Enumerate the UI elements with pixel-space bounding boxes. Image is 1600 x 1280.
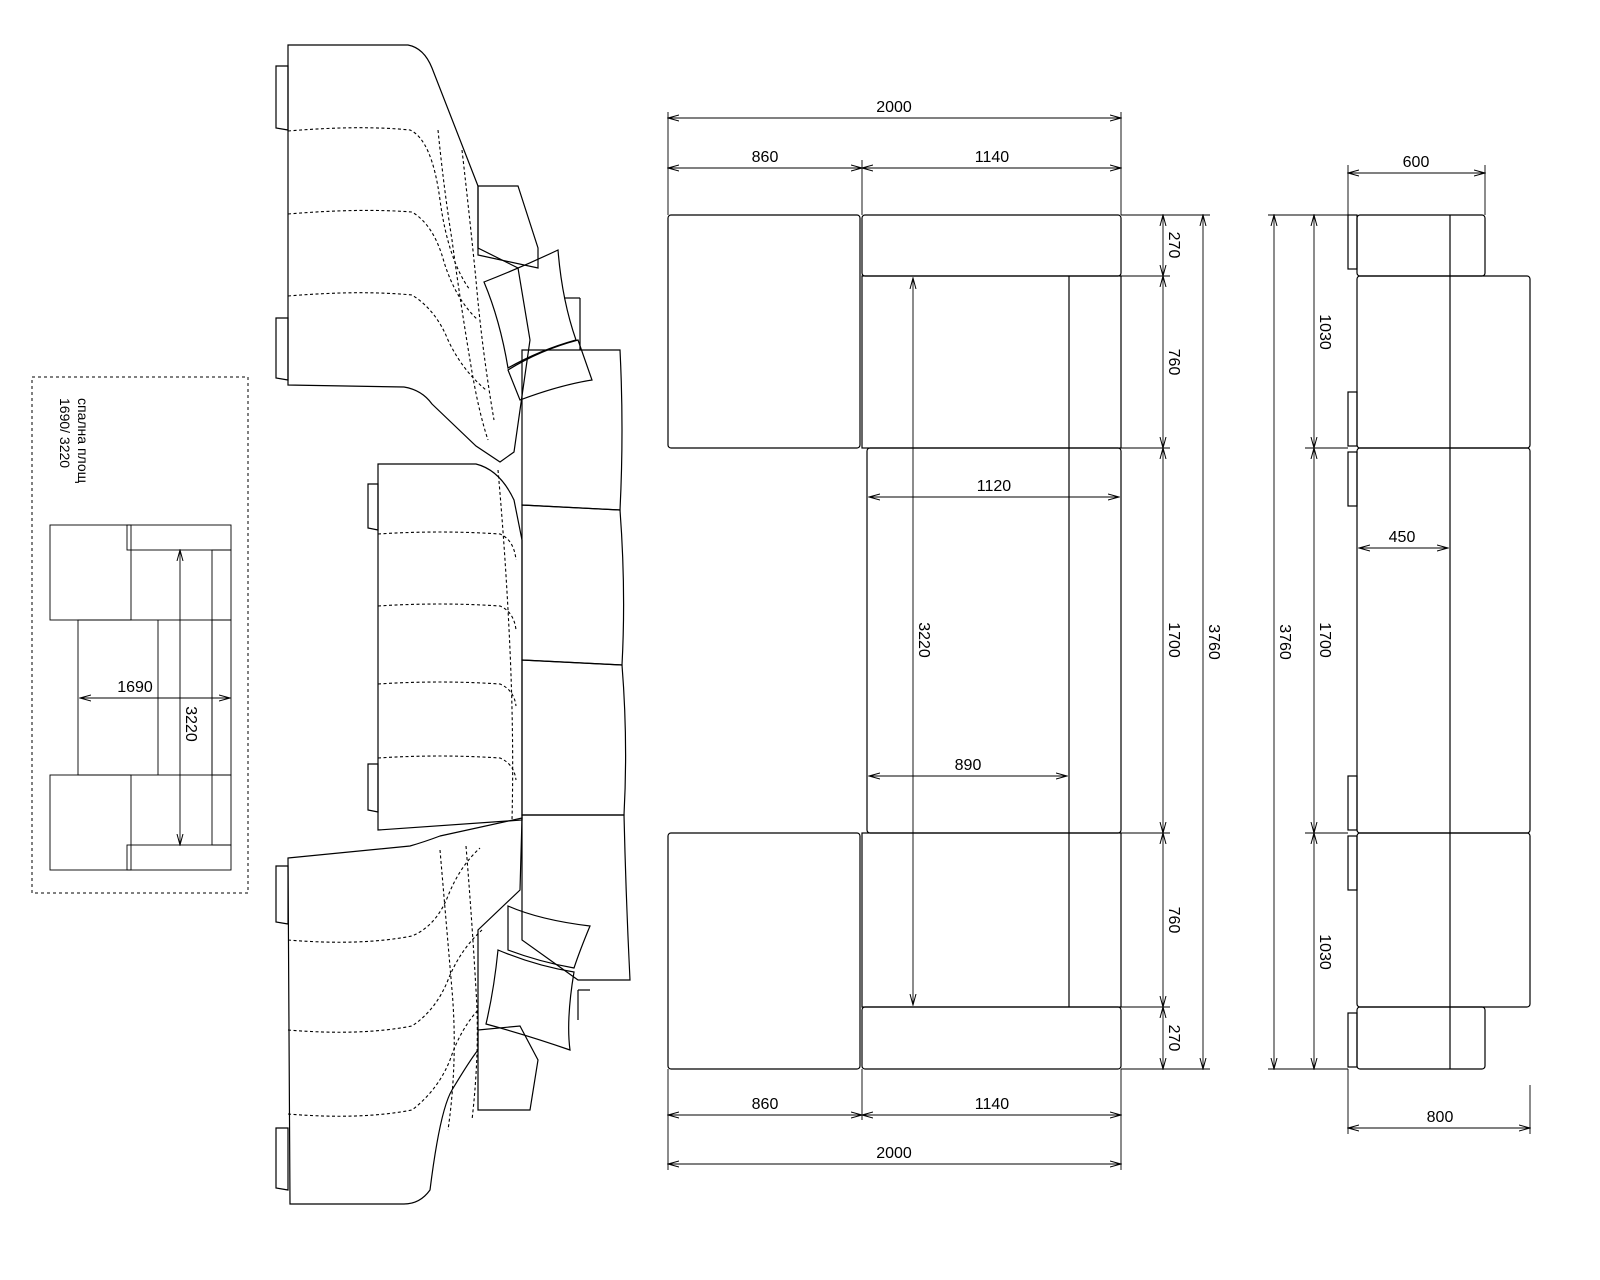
bottom-total-label: 2000 (876, 1145, 912, 1162)
inset-caption-line1: спална площ (75, 398, 91, 484)
right-seg-3-label: 1700 (1165, 622, 1182, 658)
inner-width-lower-label: 890 (955, 757, 982, 774)
bottom-pillow-1 (507, 905, 591, 969)
overall-length-label: 3760 (1205, 624, 1222, 660)
bottom-right-label: 1140 (975, 1096, 1010, 1113)
back-cushion-3 (521, 659, 627, 816)
plan-top-left-block (667, 214, 861, 449)
sofa-perspective-sketch (275, 44, 631, 1205)
inset-caption-line2: 1690/ 3220 (57, 398, 73, 468)
plan-middle-block (866, 447, 1122, 834)
side-middle-section (1356, 447, 1531, 834)
plan-bottom-armrest (861, 1006, 1122, 1070)
side-seg-1-label: 1030 (1316, 314, 1333, 350)
inset-length-label: 3220 (182, 706, 199, 742)
sofa-side-view: 600 800 450 3760 1030 1700 1030 (1268, 154, 1530, 1134)
inner-length-label: 3220 (915, 622, 932, 658)
side-overall-length-label: 3760 (1276, 624, 1293, 660)
back-cushion-4 (521, 814, 631, 981)
inner-width-upper-label: 1120 (977, 478, 1012, 495)
side-bottom-armrest (1356, 1006, 1486, 1070)
right-seg-1-label: 270 (1165, 232, 1182, 259)
side-top-armrest (1356, 214, 1486, 277)
plan-bottom-right-block (861, 832, 1122, 1008)
sleeping-area-inset: спална площ 1690/ 3220 1690 3220 (31, 376, 249, 894)
plan-top-right-block (861, 275, 1122, 449)
side-seat-depth-label: 450 (1389, 529, 1416, 546)
side-bottom-width-label: 800 (1427, 1109, 1454, 1126)
top-left-label: 860 (752, 149, 779, 166)
sofa-plan-view: 2000 860 1140 860 1140 2000 1120 890 322… (668, 99, 1222, 1170)
top-total-label: 2000 (876, 99, 912, 116)
back-cushion-2 (521, 504, 625, 666)
side-seg-3-label: 1030 (1316, 934, 1333, 970)
side-seg-2-label: 1700 (1316, 622, 1333, 658)
plan-bottom-left-block (667, 832, 861, 1070)
top-right-label: 1140 (975, 149, 1010, 166)
side-top-section (1356, 275, 1531, 449)
side-top-width-label: 600 (1403, 154, 1430, 171)
inset-width-label: 1690 (117, 679, 153, 696)
middle-seat-outline (377, 463, 523, 831)
inset-plan-outline (49, 524, 232, 871)
bottom-pillow-2 (485, 949, 575, 1051)
top-pillow-2 (507, 339, 593, 401)
bottom-left-label: 860 (752, 1096, 779, 1113)
bottom-chaise-outline (287, 817, 523, 1205)
right-seg-4-label: 760 (1165, 907, 1182, 934)
right-seg-2-label: 760 (1165, 349, 1182, 376)
top-chaise-outline (287, 44, 531, 463)
right-seg-5-label: 270 (1165, 1025, 1182, 1052)
side-bottom-section (1356, 832, 1531, 1008)
plan-top-armrest (861, 214, 1122, 277)
inset-dashed-frame (31, 376, 249, 894)
back-cushion-1 (521, 349, 623, 511)
